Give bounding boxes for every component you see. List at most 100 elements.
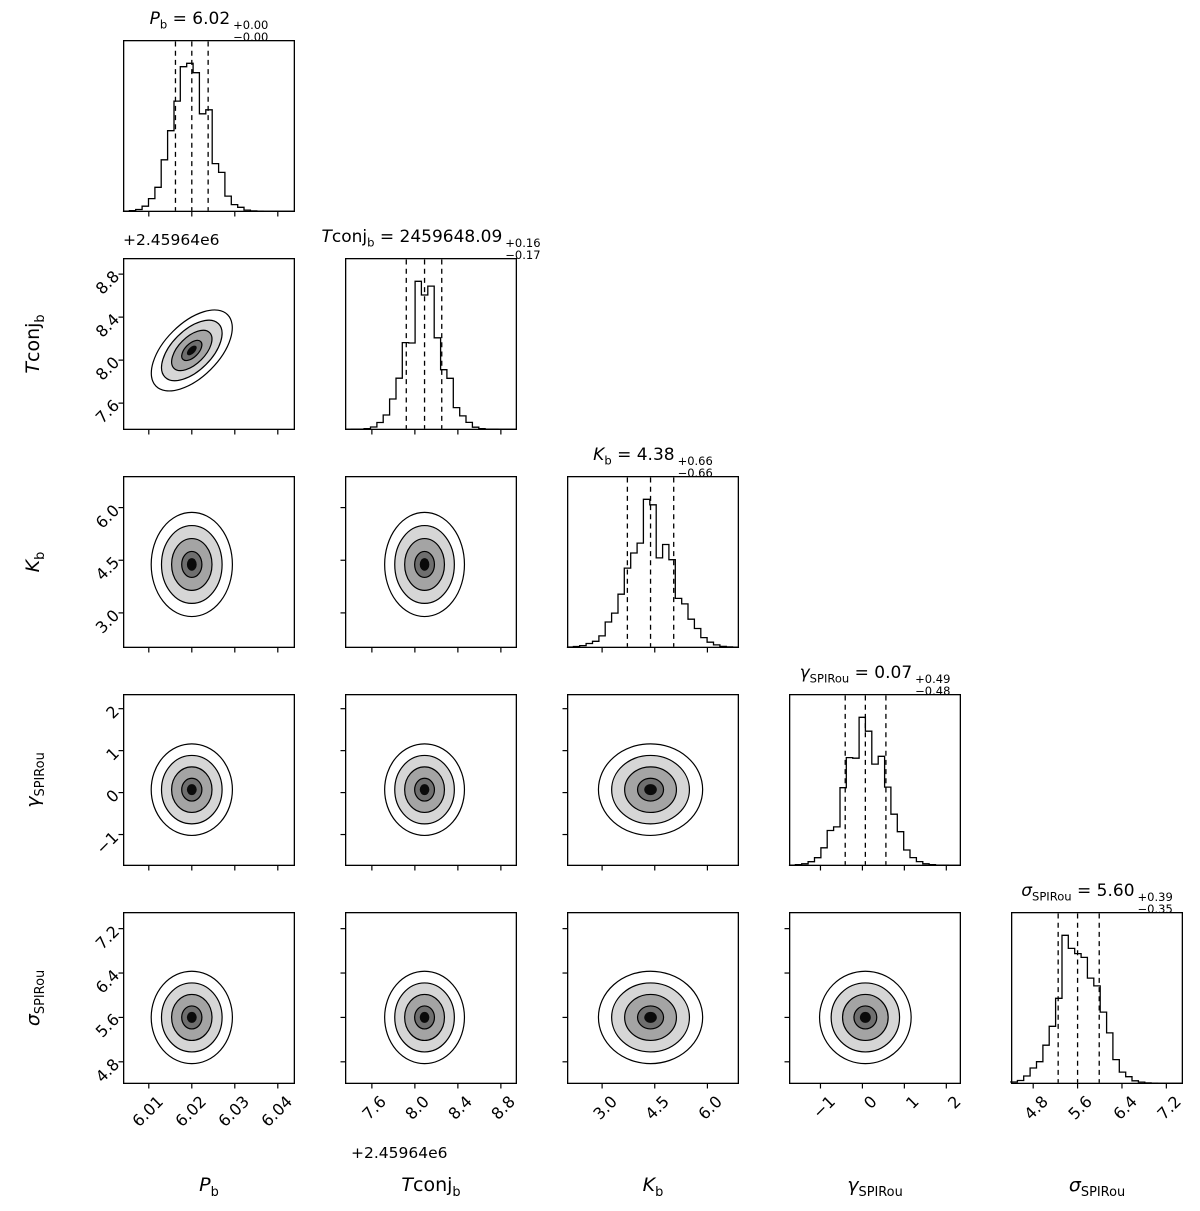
y-tick-label: 8.0 [91,352,123,385]
histogram-steps [1009,934,1183,1084]
panel-frame [122,475,295,648]
contour-core [419,784,430,796]
x-tick-label: −1 [808,1092,839,1123]
param-symbol-K_b: Kb [642,1174,664,1200]
title-errors-sigma_SPIRou: +0.39−0.35 [1137,889,1173,917]
title-errors-P_b: +0.00−0.00 [233,17,269,45]
hist-panel-gamma_SPIRou [788,693,961,871]
panel-frame [122,39,295,212]
panel-title-sigma_SPIRou: σSPIRou = 5.60+0.39−0.35 [1021,881,1173,916]
contour-core [186,1011,197,1023]
panel-frame [344,257,517,430]
panel-frame [344,693,517,866]
err-minus: −0.48 [915,684,951,699]
err-plus: +0.49 [915,671,951,686]
err-minus: −0.00 [233,30,269,45]
param-symbol-gamma_SPIRou: γSPIRou [847,1174,903,1200]
title-value-Tconj_b: = 2459648.09 [374,227,503,247]
contour-panel-Tconj_b-vs-sigma_SPIRou [340,911,517,1089]
y-tick-label: 2 [102,701,123,723]
x-tick-label: 5.6 [1064,1092,1097,1124]
y-tick-label: 3.0 [91,605,123,638]
x-tick-label: 6.4 [1108,1092,1141,1124]
x-axis-label-sigma_SPIRou: σSPIRou [1068,1174,1126,1200]
x-tick-label: 6.04 [257,1092,297,1131]
x-tick-label: 1 [902,1092,923,1113]
hist-panel-Tconj_b [344,257,517,435]
title-errors-Tconj_b: +0.16−0.17 [505,235,541,261]
panel-title-K_b: Kb = 4.38+0.66−0.66 [593,445,713,480]
err-minus: −0.35 [1137,902,1173,917]
panel-frame [566,693,739,866]
param-symbol-P_b: Pb [199,1174,219,1200]
x-tick-label: 8.4 [444,1092,477,1124]
y-tick-label: −1 [92,827,123,858]
x-tick-label: 6.0 [694,1092,726,1124]
contour-core [644,784,657,796]
x-axis-label-P_b: Pb [199,1174,219,1200]
title-value-sigma_SPIRou: = 5.60 [1071,881,1135,901]
x-tick-label: 7.2 [1153,1092,1185,1124]
param-symbol-gamma_SPIRou: γSPIRou [22,752,48,808]
histogram-steps [345,280,517,430]
title-errors-K_b: +0.66−0.66 [677,454,713,481]
y-tick-label: 4.5 [91,553,123,585]
panel-frame [1010,911,1183,1084]
y-tick-label: 8.8 [91,266,123,299]
x-tick-label: 8.0 [401,1092,434,1124]
contour-core [186,784,197,796]
x-axis-label-Tconj_b: Tconjb [401,1174,460,1199]
contour-core [859,1011,871,1023]
x-axis-label-K_b: Kb [642,1174,664,1200]
x-tick-label: 6.03 [214,1092,254,1131]
x-axis-offset-label: +2.45964e6 [351,1144,448,1162]
contour-core [186,558,197,571]
contour-panel-P_b-vs-gamma_SPIRou [118,693,295,871]
x-tick-label: 4.8 [1020,1092,1052,1124]
err-plus: +0.16 [505,235,541,250]
y-tick-label: 0 [102,785,123,806]
contour-panel-P_b-vs-Tconj_b [118,257,295,435]
contour-panel-K_b-vs-gamma_SPIRou [562,693,739,871]
panel-frame [566,911,739,1084]
param-symbol-sigma_SPIRou: σSPIRou [22,969,48,1027]
title-symbol-sigma_SPIRou: σSPIRou [1021,881,1072,904]
contour-core [644,1011,657,1023]
panel-frame [122,693,295,866]
x-tick-label: 7.6 [358,1092,391,1124]
y-tick-label: 4.8 [91,1054,123,1087]
y-axis-label-Tconj_b: Tconjb [22,314,48,374]
title-errors-gamma_SPIRou: +0.49−0.48 [915,671,951,699]
contour-panel-P_b-vs-sigma_SPIRou [118,911,295,1089]
y-tick-label: 7.6 [91,395,123,428]
title-value-gamma_SPIRou: = 0.07 [849,663,913,683]
contour-panel-P_b-vs-K_b [118,475,295,653]
err-plus: +0.39 [1137,889,1173,904]
param-symbol-sigma_SPIRou: σSPIRou [1068,1174,1126,1200]
hist-panel-sigma_SPIRou [1009,911,1183,1089]
y-tick-label: 8.4 [91,309,123,342]
y-tick-label: 1 [102,743,123,765]
title-symbol-P_b: Pb [149,9,168,32]
y-tick-label: 6.0 [91,500,123,532]
x-tick-label: 6.01 [128,1092,168,1131]
y-tick-label: 6.4 [91,965,123,998]
panel-title-gamma_SPIRou: γSPIRou = 0.07+0.49−0.48 [800,663,951,698]
err-minus: −0.66 [677,466,713,481]
panel-title-P_b: Pb = 6.02+0.00−0.00 [150,9,269,44]
title-symbol-K_b: Kb [593,445,612,468]
hist-panel-K_b [566,475,740,653]
panel-title-Tconj_b: Tconjb = 2459648.09+0.16−0.17 [321,227,540,262]
param-symbol-Tconj_b: Tconjb [22,314,48,374]
histogram-steps [788,716,961,866]
contour-core [419,558,430,571]
title-value-P_b: = 6.02 [167,9,231,29]
panel-frame [122,257,295,430]
x-tick-label: 3.0 [589,1092,621,1124]
contour-panel-Tconj_b-vs-gamma_SPIRou [340,693,517,871]
x-tick-label: 6.02 [171,1092,211,1131]
contour-panel-gamma_SPIRou-vs-sigma_SPIRou [784,911,961,1089]
err-plus: +0.00 [233,17,269,32]
contour-core [419,1011,430,1023]
